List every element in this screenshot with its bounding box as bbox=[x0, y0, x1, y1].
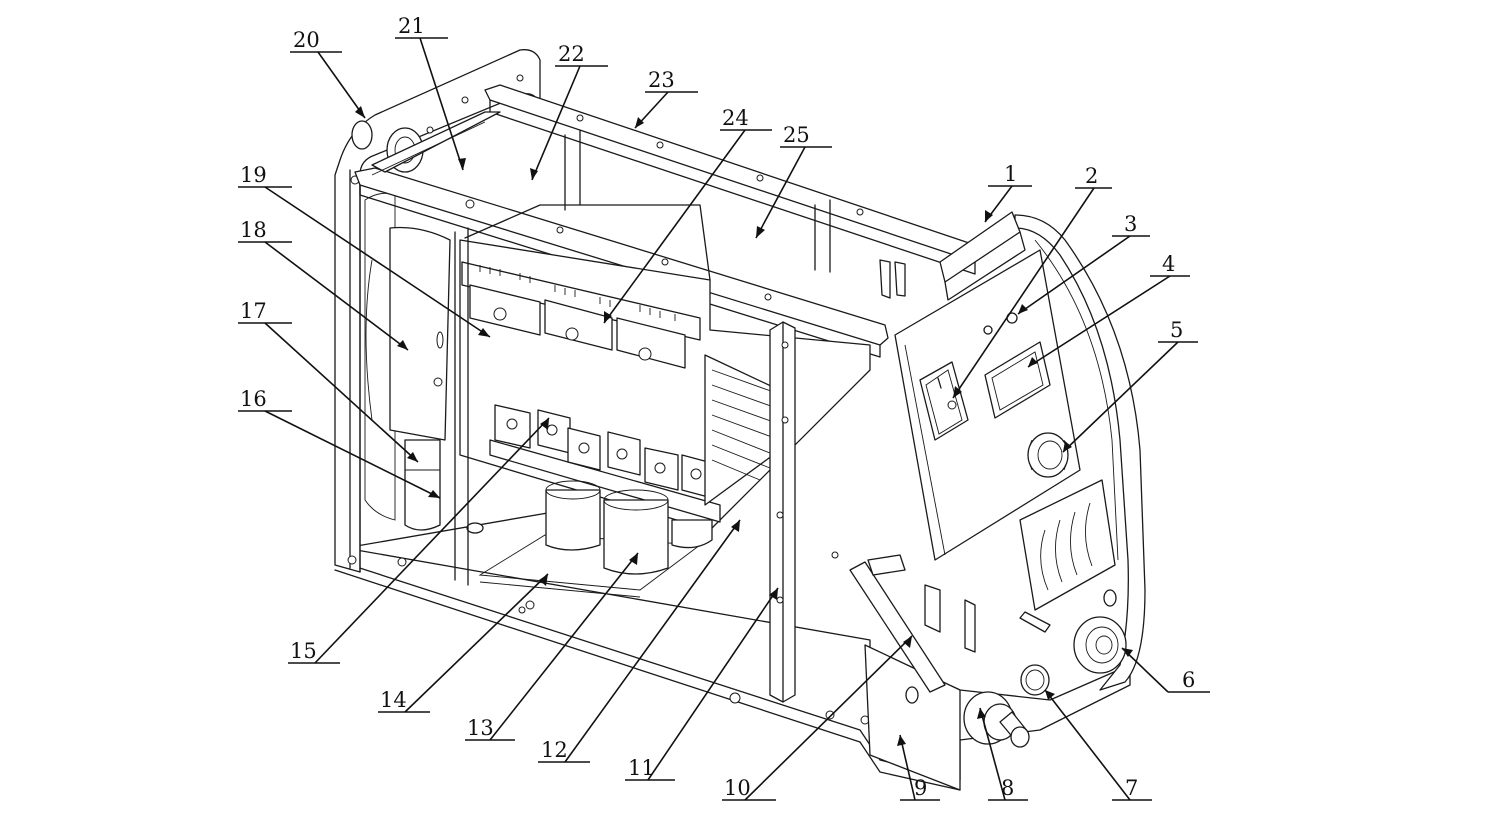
callout-19: 19 bbox=[240, 163, 267, 187]
top-frame bbox=[354, 84, 981, 358]
output-socket-middle bbox=[1020, 664, 1050, 696]
callout-13: 13 bbox=[467, 716, 494, 740]
front-panel bbox=[879, 211, 1146, 691]
callout-11: 11 bbox=[628, 756, 655, 780]
front-lower-plate bbox=[849, 554, 1127, 791]
callout-20: 20 bbox=[293, 28, 320, 52]
callout-12: 12 bbox=[541, 738, 568, 762]
partition-panel bbox=[389, 204, 871, 586]
callout-25: 25 bbox=[783, 123, 810, 147]
callout-4: 4 bbox=[1162, 252, 1175, 276]
capacitors bbox=[545, 480, 713, 575]
callout-14: 14 bbox=[380, 688, 407, 712]
callout-5: 5 bbox=[1170, 318, 1183, 342]
callout-22: 22 bbox=[558, 42, 585, 66]
leader-lines bbox=[238, 37, 1210, 801]
callout-21: 21 bbox=[398, 14, 425, 38]
callout-24: 24 bbox=[722, 106, 749, 130]
callout-9: 9 bbox=[914, 776, 927, 800]
output-socket-left bbox=[963, 691, 1030, 748]
vent-grill bbox=[1019, 479, 1116, 611]
output-socket-right bbox=[1073, 616, 1127, 674]
callout-8: 8 bbox=[1001, 776, 1014, 800]
callout-2: 2 bbox=[1085, 164, 1098, 188]
callout-labels: 1 2 3 4 5 6 7 8 9 10 11 12 13 14 15 16 1… bbox=[240, 14, 1195, 800]
callout-6: 6 bbox=[1182, 668, 1195, 692]
callout-17: 17 bbox=[240, 299, 267, 323]
vertical-post bbox=[769, 321, 796, 703]
heat-sink bbox=[704, 354, 791, 506]
upper-transistor-row bbox=[469, 284, 686, 369]
callout-15: 15 bbox=[290, 639, 317, 663]
base-frame bbox=[334, 509, 1131, 791]
callout-16: 16 bbox=[240, 387, 267, 411]
callout-18: 18 bbox=[240, 218, 267, 242]
callout-7: 7 bbox=[1125, 776, 1138, 800]
callout-3: 3 bbox=[1124, 212, 1137, 236]
callout-23: 23 bbox=[648, 68, 675, 92]
callout-1: 1 bbox=[1004, 162, 1017, 186]
callout-10: 10 bbox=[724, 776, 751, 800]
